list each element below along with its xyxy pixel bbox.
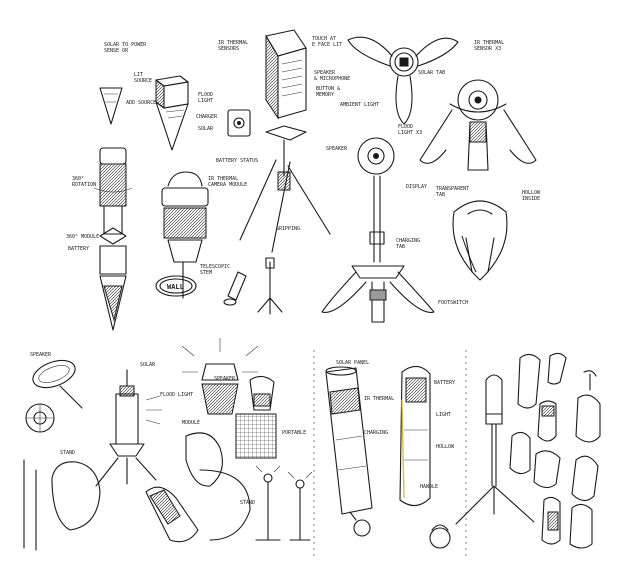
annotation: BATTERY STATUS [216,158,259,164]
stick-lamps [255,465,313,541]
pod-shape [452,200,508,281]
annotation: BATTERY [434,380,456,386]
annotation: CHARGING [364,430,389,436]
annotation: FLOOD LIGHT [198,92,214,104]
annotation: GRIPPING [276,226,301,232]
modular-stack [93,147,133,331]
annotation: TRANSPARENT TAB [436,186,470,198]
annotation: SPEAKER [214,376,236,382]
annotation: BATTERY [68,246,90,252]
cone-sketch [99,87,123,125]
annotation: MODULE [182,420,201,426]
tall-cylinder-right [399,365,431,507]
annotation: PORTABLE [282,430,307,436]
annotation: HOLLOW [436,444,455,450]
annotation: CHARGING TAB [396,238,421,250]
annotation: TELESCOPIC STEM [200,264,231,276]
annotation: TOUCH AT E FACE LIT [312,36,343,48]
annotation: STAND [60,450,76,456]
annotation: 360° ROTATION [72,176,97,188]
annotation: SOLAR [198,126,214,132]
round-gadget [349,511,451,549]
annotation: DISPLAY [406,184,428,190]
bottom-tripod [455,374,535,525]
annotation: SPEAKER [326,146,348,152]
tri-arm-top [347,36,459,125]
annotation: BUTTON & MEMORY [316,86,341,98]
annotation: LIGHT [436,412,452,418]
ir-camera-module [155,171,209,299]
annotation: FLOOD LIGHT [160,392,194,398]
grid-box [235,413,277,459]
oval-lamp [32,359,83,409]
round-head-tripod [419,79,537,171]
wheel-lamp [25,403,55,433]
annotation: IR THERMAL CAMERA MODULE [208,176,248,188]
pod-variants [509,352,601,549]
annotation: AMBIENT LIGHT [340,102,380,108]
annotation: SPEAKER & MICROPHONE [314,70,351,82]
annotation: FOOTSWITCH [438,300,469,306]
annotation: LIT SOURCE [134,72,153,84]
annotation: SOLAR [140,362,156,368]
annotation: HOLLOW INSIDE [522,190,541,202]
annotation: WALL [167,283,184,291]
annotation: SOLAR TO POWER SENSE OR [104,42,147,54]
annotation: IR THERMAL [364,396,395,402]
tall-cylinder-left [325,366,373,515]
lit-source-module [155,75,189,151]
annotation: FLOOD LIGHT X3 [398,124,423,136]
battery-cube [227,109,251,137]
annotation: 360° MODULE [66,234,100,240]
annotation: HANDLE [420,484,439,490]
annotation: ADD SOURCE [126,100,157,106]
annotation: SPEAKER [30,352,52,358]
telescopic-stand [223,257,283,315]
light-column [95,369,162,487]
rayed-lamp [181,338,259,415]
annotation: IR THERMAL SENSOR X3 [474,40,505,52]
triangle-tripod [239,29,331,253]
annotation: CHARGER [196,114,218,120]
can-lamp [249,375,275,411]
annotation: SOLAR TAB [418,70,446,76]
pole-tripod [321,137,435,323]
annotation: IR THERMAL SENSORS [218,40,249,52]
hand-with-device [23,432,251,551]
annotation: SOLAR PANEL [336,360,370,366]
annotation: STAND [240,500,256,506]
